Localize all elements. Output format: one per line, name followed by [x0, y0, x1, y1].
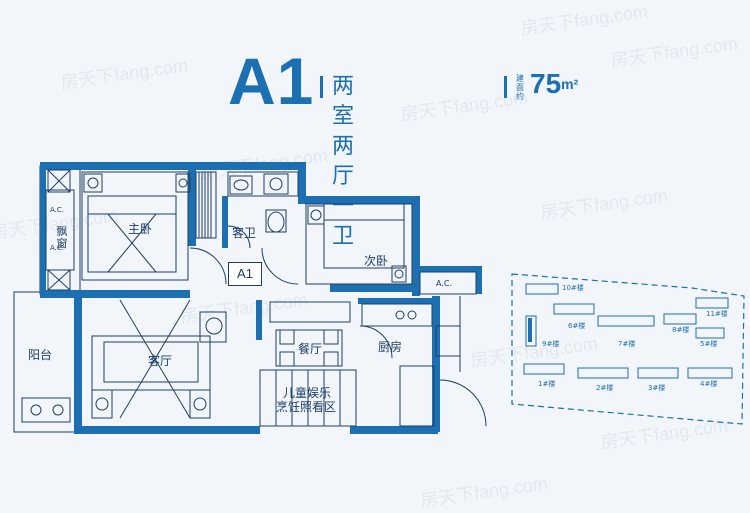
building-label: 1#楼 [538, 380, 556, 388]
building-label: 5#楼 [700, 340, 718, 348]
area-label: 建面约 [516, 74, 524, 101]
building-label: 11#楼 [706, 310, 728, 318]
unit-tag: A1 [228, 262, 262, 286]
room-label-dining-room: 餐厅 [298, 342, 323, 356]
title-divider [320, 76, 323, 98]
building-label: 4#楼 [700, 380, 718, 388]
ac-label: A.C. [50, 206, 65, 214]
building-label: 10#楼 [562, 284, 584, 292]
room-label-kitchen: 厨房 [378, 340, 403, 354]
room-label-children-area: 儿童娱乐 [283, 386, 332, 400]
site-map [511, 273, 745, 425]
room-label-children-area-2: 烹饪照看区 [276, 400, 337, 414]
room-label-master-bedroom: 主卧 [128, 222, 153, 236]
building-label: 2#楼 [596, 384, 614, 392]
unit-code: A1 [228, 44, 315, 118]
floor-plan [13, 162, 745, 434]
area-number: 75 [530, 68, 562, 99]
building-label: 9#楼 [542, 340, 560, 348]
title-divider [504, 76, 507, 98]
building-label: 7#楼 [618, 340, 636, 348]
interior-lines [21, 169, 487, 427]
building-label: 3#楼 [648, 384, 666, 392]
building-label: 6#楼 [568, 322, 586, 330]
area-value: 75m² [530, 66, 578, 102]
room-label-bay-window: 飘窗 [56, 225, 68, 250]
room-label-living-room: 客厅 [148, 354, 173, 368]
room-label-balcony: 阳台 [28, 348, 53, 362]
walls [40, 162, 482, 434]
room-label-second-bedroom: 次卧 [364, 254, 389, 268]
ac-label: A.C. [436, 279, 453, 288]
layout-name: 两室两厅一卫 [332, 74, 355, 249]
room-label-guest-bathroom: 客卫 [232, 226, 257, 240]
building-label: 8#楼 [672, 326, 690, 334]
ac-label: A.C. [50, 244, 65, 252]
area-unit: m² [561, 76, 579, 92]
